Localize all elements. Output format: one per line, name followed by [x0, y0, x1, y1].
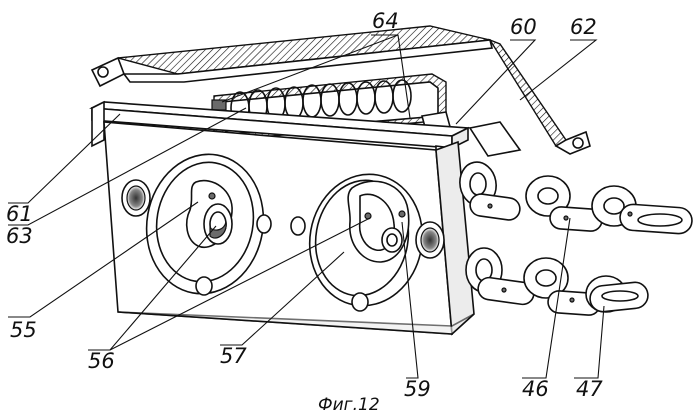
- upper-chain: [456, 159, 692, 234]
- label-56: 56: [88, 349, 115, 373]
- label-59: 59: [404, 377, 431, 401]
- label-60: 60: [510, 15, 537, 39]
- label-57: 57: [220, 344, 247, 368]
- label-46: 46: [522, 377, 549, 401]
- label-63: 63: [6, 224, 33, 248]
- label-55: 55: [10, 318, 37, 342]
- lower-chain: [466, 248, 649, 316]
- label-64: 64: [372, 9, 399, 33]
- label-47: 47: [576, 377, 603, 401]
- figure-caption: Фиг.12: [318, 395, 380, 415]
- label-61: 61: [6, 202, 33, 226]
- label-62: 62: [570, 15, 597, 39]
